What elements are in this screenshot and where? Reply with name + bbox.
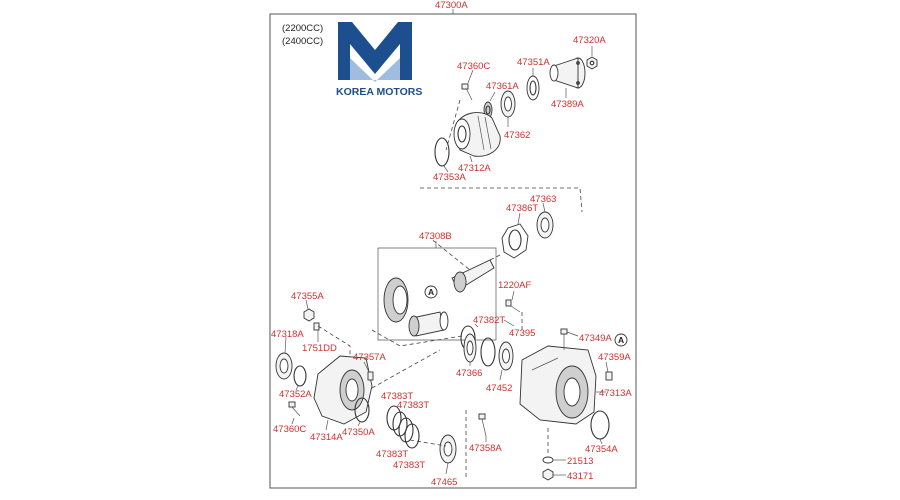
- part-47366-bearing: [463, 333, 477, 363]
- callout-A-case-label: A: [618, 335, 624, 345]
- label-47465: 47465: [431, 477, 457, 488]
- part-47351A-seal: [526, 75, 540, 101]
- label-47313A: 47313A: [599, 388, 632, 399]
- part-47353A-oring: [434, 137, 450, 167]
- label-21513: 21513: [567, 456, 593, 467]
- part-47389A-flange: [549, 57, 586, 89]
- brand-name: KOREA MOTORS: [336, 86, 422, 98]
- part-47465-seal: [439, 434, 457, 464]
- part-47360C-top-bolt: [461, 83, 473, 101]
- label-47350A: 47350A: [342, 427, 375, 438]
- label-47355A: 47355A: [291, 291, 324, 302]
- label-47358A: 47358A: [469, 443, 502, 454]
- callout-A-case: [614, 333, 628, 347]
- part-47386T-gasket: [501, 223, 529, 259]
- label-47359A: 47359A: [598, 352, 631, 363]
- part-47452-ring: [480, 337, 496, 367]
- part-47313A-case: [519, 345, 597, 425]
- label-1220AF: 1220AF: [498, 280, 531, 291]
- label-47349A: 47349A: [579, 333, 612, 344]
- label-47318A: 47318A: [271, 329, 304, 340]
- label-47354A: 47354A: [585, 444, 618, 455]
- label-47389A: 47389A: [551, 99, 584, 110]
- label-47351A: 47351A: [517, 57, 550, 68]
- label-47352A: 47352A: [279, 389, 312, 400]
- callout-A-gear-label: A: [428, 287, 434, 297]
- label-47308B: 47308B: [419, 231, 452, 242]
- part-47350A-oring: [354, 397, 370, 423]
- part-47363-seal: [536, 211, 554, 239]
- label-47300A: 47300A: [435, 0, 468, 11]
- part-47359A-plug: [605, 371, 613, 381]
- part-pinion-gear: [408, 311, 449, 337]
- part-47312A-housing: [453, 112, 501, 157]
- part-47360C-bottom-bolt: [288, 401, 301, 417]
- label-47383T-b: 47383T: [397, 400, 429, 411]
- label-47353A: 47353A: [433, 172, 466, 183]
- part-47383T-shims: [386, 405, 420, 449]
- logo-mark-shade: [350, 58, 400, 82]
- bracket-47308B: [377, 247, 497, 341]
- part-47314A-carrier: [313, 355, 373, 425]
- label-47366: 47366: [456, 368, 482, 379]
- part-47358A-bolt: [478, 413, 487, 437]
- label-43171: 43171: [567, 471, 593, 482]
- logo-mark: [338, 22, 412, 80]
- label-47363: 47363: [530, 194, 556, 205]
- part-ring-gear: [383, 277, 409, 323]
- part-47357A-pin: [367, 371, 374, 381]
- part-47452-seal: [498, 341, 514, 371]
- part-1220AF-bolt: [505, 299, 521, 313]
- korea-motors-logo: KOREA MOTORS: [336, 22, 422, 98]
- label-47383T-d: 47383T: [393, 460, 425, 471]
- engine-note-2400cc: (2400CC): [282, 36, 323, 47]
- label-47452: 47452: [486, 383, 512, 394]
- part-47320A-nut: [586, 56, 598, 70]
- label-1751DD: 1751DD: [302, 343, 337, 354]
- callout-A-gear: [424, 285, 438, 299]
- label-47386T: 47386T: [506, 203, 538, 214]
- label-47314A: 47314A: [310, 432, 343, 443]
- label-47357A: 47357A: [353, 352, 386, 363]
- label-47312A: 47312A: [458, 163, 491, 174]
- part-47349A-bolt: [560, 328, 568, 350]
- label-47361A: 47361A: [486, 81, 519, 92]
- label-47395: 47395: [509, 328, 535, 339]
- label-47360C-top: 47360C: [457, 61, 490, 72]
- label-47360C-bottom: 47360C: [273, 424, 306, 435]
- part-47352A-ring: [293, 365, 307, 387]
- part-43171-plug: [542, 468, 554, 481]
- part-47355A-nut: [303, 308, 315, 322]
- label-47382T: 47382T: [473, 315, 505, 326]
- engine-note-2200cc: (2200CC): [282, 23, 323, 34]
- part-47362-bearing: [500, 90, 516, 118]
- part-pinion-shaft: [451, 259, 495, 293]
- part-21513-washer: [542, 456, 554, 464]
- part-47354A-oring: [590, 410, 610, 440]
- label-47383T-a: 47383T: [381, 391, 413, 402]
- part-47318A-seal: [275, 352, 293, 380]
- label-47320A: 47320A: [573, 35, 606, 46]
- label-47362: 47362: [504, 130, 530, 141]
- label-47383T-c: 47383T: [376, 449, 408, 460]
